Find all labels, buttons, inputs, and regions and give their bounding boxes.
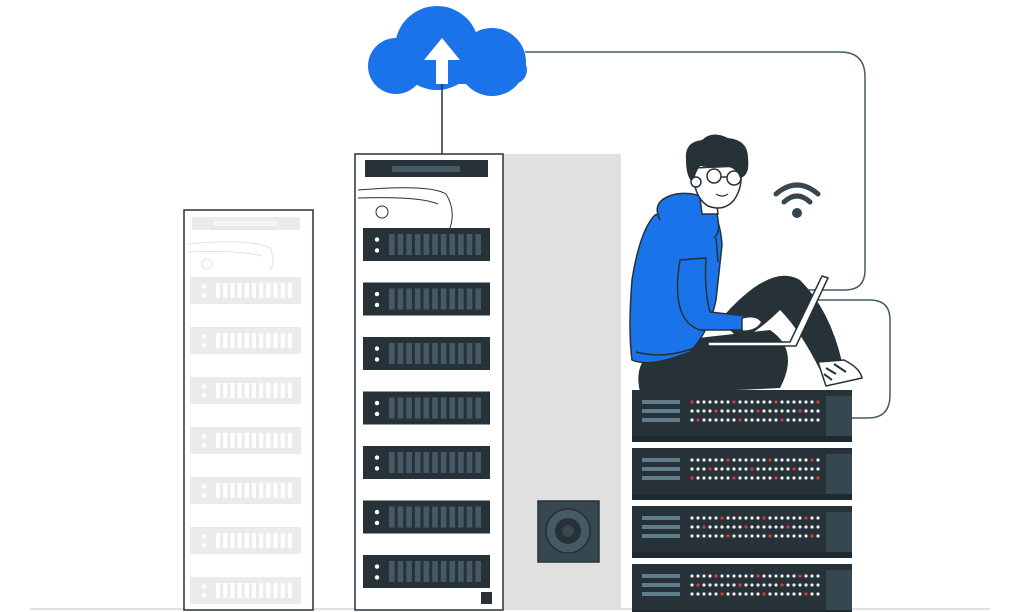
wifi-icon bbox=[773, 182, 821, 218]
rack-unit bbox=[190, 377, 301, 404]
background-server-rack bbox=[183, 209, 314, 611]
rack-unit bbox=[363, 391, 490, 425]
rack-unit bbox=[190, 477, 301, 504]
rack-unit bbox=[190, 427, 301, 454]
network-cable-side bbox=[800, 299, 891, 419]
rack-unit bbox=[363, 282, 490, 316]
server-stack bbox=[632, 390, 852, 612]
stack-server-unit bbox=[632, 448, 852, 500]
stack-server-unit bbox=[632, 390, 852, 442]
rack-unit bbox=[363, 555, 490, 588]
main-server-rack bbox=[354, 153, 504, 611]
network-cable-top bbox=[525, 51, 866, 291]
rack-unit bbox=[190, 527, 301, 554]
stack-server-unit bbox=[632, 564, 852, 612]
rack-unit bbox=[363, 337, 490, 370]
rack-unit bbox=[363, 228, 490, 261]
rack-unit bbox=[363, 446, 490, 479]
cloud-upload-icon bbox=[368, 6, 527, 96]
rack-unit bbox=[190, 327, 301, 354]
rack-unit bbox=[190, 577, 301, 604]
fan-icon bbox=[537, 500, 600, 563]
rack-unit bbox=[363, 500, 490, 534]
person-with-laptop bbox=[629, 134, 863, 392]
stack-server-unit bbox=[632, 506, 852, 558]
rack-unit bbox=[190, 277, 301, 304]
